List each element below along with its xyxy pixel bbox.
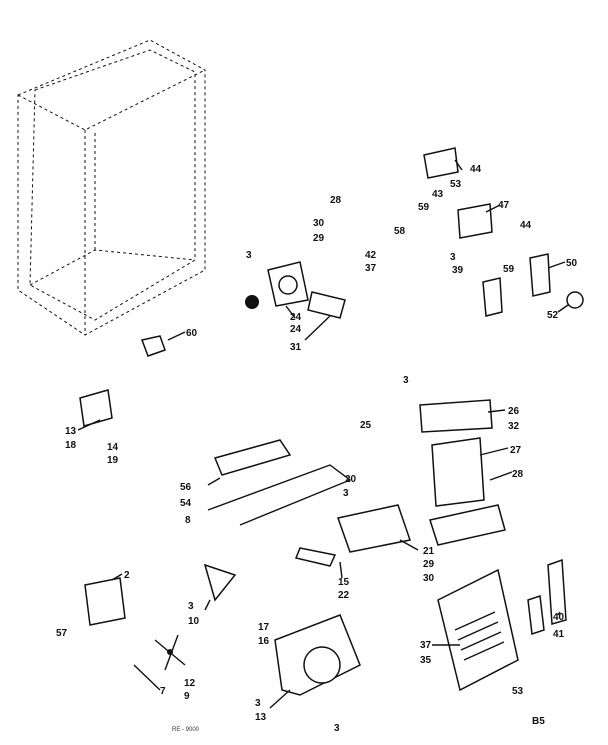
label-3f: 3: [255, 698, 261, 709]
part-28: [429, 504, 506, 546]
part-27: [431, 437, 485, 507]
part-35: [307, 291, 346, 319]
label-61: 60: [186, 328, 198, 339]
page-number: B5: [532, 716, 545, 727]
label-11: 12: [184, 678, 196, 689]
label-17: 17: [258, 622, 270, 633]
label-7: 7: [160, 686, 166, 697]
label-21: 21: [423, 546, 435, 557]
label-59b: 59: [418, 202, 430, 213]
label-13: 13: [65, 426, 77, 437]
label-41: 41: [553, 629, 565, 640]
part-47: [457, 203, 493, 239]
footer-code: RE - 9000: [172, 727, 200, 733]
label-3e: 3: [188, 601, 194, 612]
label-3c: 3: [403, 375, 409, 386]
label-28: 28: [512, 469, 524, 480]
label-1: 3: [334, 723, 340, 734]
label-57: 56: [180, 482, 192, 493]
label-12: 13: [255, 712, 267, 723]
label-19: 19: [107, 455, 119, 466]
label-16: 16: [258, 636, 270, 647]
label-27: 27: [510, 445, 522, 456]
label-2: 2: [124, 570, 130, 581]
part-57: [207, 439, 352, 526]
label-3a: 3: [246, 250, 252, 261]
label-30: 30: [423, 573, 435, 584]
part-13: [79, 389, 113, 427]
part-40-41: [527, 558, 567, 636]
part-31-panel: [437, 568, 519, 692]
label-44a: 44: [470, 164, 482, 175]
label-9: 9: [184, 691, 190, 702]
label-26: 26: [508, 406, 520, 417]
label-43: 43: [432, 189, 444, 200]
label-59a: 58: [394, 226, 406, 237]
label-58: 57: [56, 628, 68, 639]
label-40: 40: [553, 612, 565, 623]
label-8: 8: [185, 515, 191, 526]
label-29: 29: [423, 559, 435, 570]
part-12-housing: [274, 614, 361, 696]
label-32: 28: [330, 195, 342, 206]
part-fan-blade: [154, 634, 186, 671]
label-37b: 37: [420, 640, 432, 651]
part-61: [140, 335, 166, 357]
label-24a: 24: [290, 324, 302, 335]
label-15: 15: [338, 577, 350, 588]
label-35: 31: [290, 342, 302, 353]
part-labels: 60 3 24 24 31 30 29 28 58 42 37 3 39 44 …: [56, 164, 578, 734]
label-3b: 3: [450, 252, 456, 263]
label-53: 53: [450, 179, 462, 190]
label-3d: 3: [343, 488, 349, 499]
part-43-53: [423, 147, 459, 179]
label-47: 47: [498, 200, 510, 211]
label-10: 10: [188, 616, 200, 627]
leader-lines: [77, 159, 569, 709]
label-14: 14: [107, 442, 119, 453]
label-25: 25: [360, 420, 372, 431]
part-15: [294, 547, 337, 567]
label-34: 30: [313, 218, 325, 229]
label-39: 39: [452, 265, 464, 276]
label-44b: 44: [520, 220, 532, 231]
cabinet-frame: [17, 39, 206, 336]
label-52: 52: [547, 310, 559, 321]
part-26: [419, 399, 493, 433]
label-56: 54: [180, 498, 192, 509]
label-42: 42: [365, 250, 377, 261]
part-10: [203, 563, 237, 602]
part-50: [529, 253, 551, 297]
label-18: 18: [65, 440, 77, 451]
label-50: 50: [566, 258, 578, 269]
label-22: 22: [338, 590, 350, 601]
part-52: [566, 291, 584, 309]
label-36: 32: [508, 421, 520, 432]
label-20: 20: [345, 474, 357, 485]
label-37: 37: [365, 263, 377, 274]
part-21-22: [337, 504, 411, 553]
part-2: [84, 577, 126, 626]
label-54: 53: [512, 686, 524, 697]
label-33: 29: [313, 233, 325, 244]
label-23: 24: [290, 312, 302, 323]
part-60: [482, 277, 503, 317]
part-fan-assembly-upper: [245, 261, 309, 309]
label-31: 35: [420, 655, 432, 666]
label-60: 59: [503, 264, 515, 275]
